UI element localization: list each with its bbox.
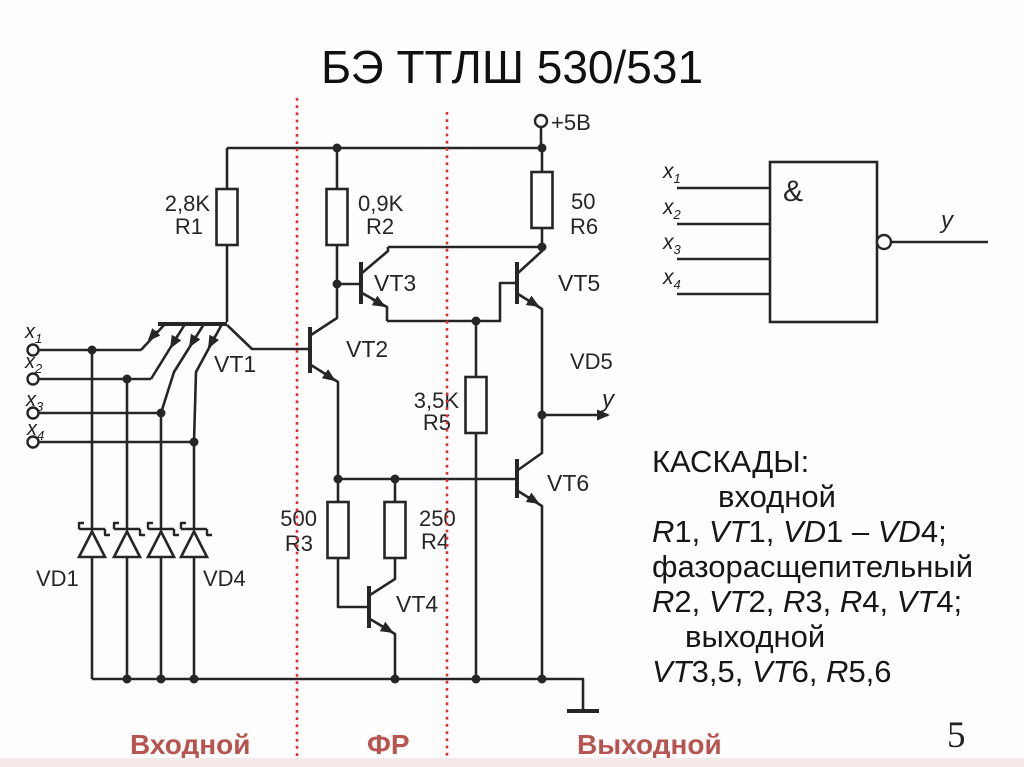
gate-input-label-x3: x3	[663, 231, 681, 258]
transistor-vt3: VT3	[337, 245, 542, 326]
gate-input-label-x1: x1	[663, 160, 681, 187]
r1-ref: R1	[175, 214, 203, 239]
cascade-line: выходной	[685, 619, 826, 654]
section-label-input: Входной	[130, 729, 251, 760]
cascade-line: VT3,5, VT6, R5,6	[652, 654, 892, 689]
cascade-line: фазорасщепительный	[652, 549, 974, 584]
schottky-diode	[111, 521, 145, 679]
r1-value: 2,8K	[165, 191, 211, 216]
output-node: y	[537, 386, 616, 421]
power-label: +5В	[551, 110, 591, 135]
gate-and-symbol: &	[783, 175, 803, 208]
section-dividers	[295, 98, 449, 756]
vd1-label: VD1	[36, 566, 79, 591]
inversion-circle-icon	[875, 233, 893, 251]
resistor-r3: 500 R3	[280, 479, 367, 609]
input-terminals	[26, 343, 199, 528]
resistor-r5: 3,5K R5	[414, 321, 488, 679]
schottky-diode	[76, 521, 110, 679]
schottky-diode	[178, 521, 212, 679]
diodes-vd1-vd4: VD1 VD4	[36, 521, 246, 679]
power-terminal	[533, 113, 549, 129]
r4-ref: R4	[421, 529, 449, 554]
vt1-label: VT1	[214, 351, 256, 377]
vt2-label: VT2	[346, 336, 388, 362]
r4-value: 250	[419, 506, 456, 531]
input-label-x3: x3	[26, 389, 44, 414]
slide-bottom-strip	[0, 758, 1024, 767]
vt5-label: VT5	[558, 270, 600, 296]
nand-gate-symbol: & y	[677, 160, 988, 324]
output-label: y	[600, 386, 616, 413]
section-label-phase: ФР	[367, 729, 410, 760]
r6-value: 50	[571, 189, 595, 214]
input-label-x2: x2	[25, 351, 43, 376]
vt4-label: VT4	[396, 591, 438, 617]
r5-value: 3,5K	[414, 388, 460, 413]
vt6-label: VT6	[547, 470, 589, 496]
r2-value: 0,9K	[358, 191, 404, 216]
transistor-vt2: VT2	[308, 284, 388, 479]
r6-ref: R6	[570, 214, 598, 239]
page-number: 5	[947, 715, 966, 756]
input-label-x1: x1	[25, 321, 43, 346]
vd4-label: VD4	[203, 566, 246, 591]
r2-ref: R2	[366, 214, 394, 239]
page-title: БЭ ТТЛШ 530/531	[320, 41, 704, 93]
cascade-line: R2, VT2, R3, R4, VT4;	[652, 584, 963, 619]
power-rail: +5В	[227, 110, 591, 153]
transistor-vt4: VT4	[367, 558, 438, 679]
resistor-r1: 2,8K R1	[165, 148, 239, 322]
resistor-r4: 250 R4	[383, 479, 456, 560]
r3-ref: R3	[285, 531, 313, 556]
input-label-x4: x4	[27, 418, 45, 443]
r3-value: 500	[280, 506, 317, 531]
ground-rail	[92, 674, 599, 713]
resistor-r6: 50 R6	[530, 148, 598, 252]
transistor-vt1: VT1	[140, 322, 308, 443]
gate-output-label: y	[939, 207, 955, 234]
vt3-label: VT3	[374, 270, 416, 296]
resistor-r2: 0,9K R2	[325, 148, 404, 289]
transistor-vt5: VT5 VD5	[515, 247, 613, 415]
vd5-label: VD5	[570, 349, 613, 374]
schottky-diode	[145, 521, 179, 679]
gate-input-label-x2: x2	[663, 196, 681, 223]
section-label-output: Выходной	[577, 729, 722, 760]
cascade-line: входной	[718, 479, 836, 514]
cascade-line: R1, VT1, VD1 – VD4;	[652, 514, 947, 549]
transistor-vt6: VT6	[333, 415, 589, 679]
cascade-heading: КАСКАДЫ:	[652, 444, 810, 479]
gate-input-label-x4: x4	[663, 266, 681, 293]
